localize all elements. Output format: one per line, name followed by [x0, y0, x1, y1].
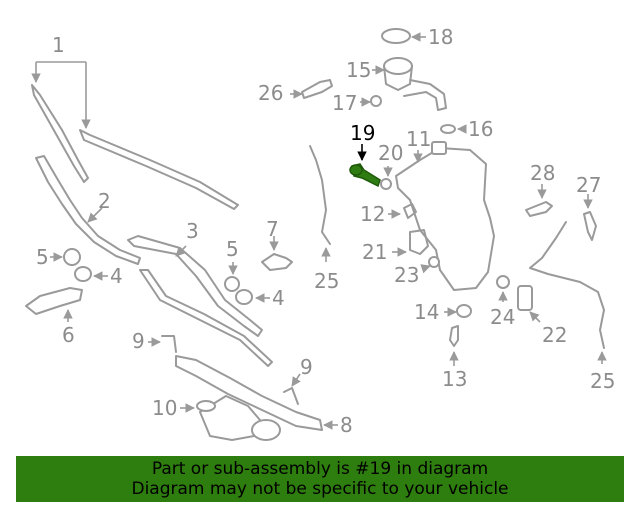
hose-part-25-right: 25 [529, 221, 615, 393]
clip-part-17: 17 [332, 91, 382, 115]
callout-17[interactable]: 17 [332, 91, 357, 115]
callout-23[interactable]: 23 [394, 263, 419, 287]
callout-16[interactable]: 16 [468, 117, 493, 141]
callout-8[interactable]: 8 [340, 413, 353, 437]
callout-1[interactable]: 1 [52, 33, 65, 57]
callout-2[interactable]: 2 [98, 189, 111, 213]
callout-10[interactable]: 10 [152, 396, 177, 420]
callout-13[interactable]: 13 [442, 367, 467, 391]
callout-11[interactable]: 11 [406, 127, 431, 151]
reservoir-part-11: 11 [395, 127, 495, 291]
callout-25b[interactable]: 25 [590, 369, 615, 393]
callout-9a[interactable]: 9 [132, 329, 145, 353]
callout-9b[interactable]: 9 [300, 355, 313, 379]
callout-28[interactable]: 28 [530, 161, 555, 185]
nut-part-10: 10 [152, 396, 216, 420]
callout-12[interactable]: 12 [360, 202, 385, 226]
filler-neck-part-15: 15 [346, 57, 447, 111]
callout-19[interactable]: 19 [350, 121, 375, 145]
callout-4b[interactable]: 4 [272, 286, 285, 310]
wiper-arm-part-2: 2 [35, 155, 141, 265]
grommet-part-20: 20 [378, 141, 403, 190]
callout-25a[interactable]: 25 [314, 269, 339, 293]
pump-part-21: 21 [362, 229, 429, 264]
nozzle-part-28: 28 [525, 161, 555, 217]
cap-part-5-center: 5 [224, 237, 240, 292]
callout-22[interactable]: 22 [542, 323, 567, 347]
callout-6[interactable]: 6 [62, 323, 75, 347]
callout-3[interactable]: 3 [186, 219, 199, 243]
nut-part-14: 14 [414, 300, 472, 324]
bolt-part-9-right: 9 [283, 355, 313, 405]
cover-part-6: 6 [25, 287, 83, 347]
callout-4a[interactable]: 4 [110, 264, 123, 288]
info-banner: Part or sub-assembly is #19 in diagram D… [16, 456, 624, 502]
grommet-part-24: 24 [490, 275, 515, 329]
connector-part-26: 26 [258, 79, 333, 105]
nozzle-part-7: 7 [261, 217, 293, 271]
seal-part-16: 16 [440, 117, 493, 141]
callout-5a[interactable]: 5 [36, 245, 49, 269]
sensor-part-22: 22 [517, 285, 567, 347]
seal-part-23: 23 [394, 256, 440, 287]
banner-line-2: Diagram may not be specific to your vehi… [131, 479, 509, 499]
cap-part-5-left: 5 [36, 245, 81, 269]
hose-part-25-center: 25 [309, 145, 339, 293]
part-19-highlighted[interactable]: 19 [349, 121, 381, 188]
callout-5b[interactable]: 5 [226, 237, 239, 261]
callout-15[interactable]: 15 [346, 58, 371, 82]
callout-7[interactable]: 7 [266, 217, 279, 241]
bolt-part-9-left: 9 [132, 329, 177, 353]
clip-part-27: 27 [576, 173, 601, 241]
callout-20[interactable]: 20 [378, 141, 403, 165]
callout-27[interactable]: 27 [576, 173, 601, 197]
wiper-arm-part-3: 3 [127, 219, 273, 367]
banner-line-1: Part or sub-assembly is #19 in diagram [151, 459, 489, 479]
nut-part-4-left: 4 [74, 264, 123, 288]
wiper-blade-part-1: 1 [31, 33, 239, 210]
callout-24[interactable]: 24 [490, 305, 515, 329]
callout-21[interactable]: 21 [362, 240, 387, 264]
bolt-part-12: 12 [360, 202, 417, 226]
cap-part-18: 18 [381, 25, 453, 49]
callout-14[interactable]: 14 [414, 300, 439, 324]
wiper-motor-linkage-part-8: 8 [175, 355, 353, 441]
callout-26[interactable]: 26 [258, 81, 283, 105]
bolt-part-13: 13 [442, 325, 467, 391]
nut-part-4-center: 4 [235, 286, 285, 310]
callout-18[interactable]: 18 [428, 25, 453, 49]
